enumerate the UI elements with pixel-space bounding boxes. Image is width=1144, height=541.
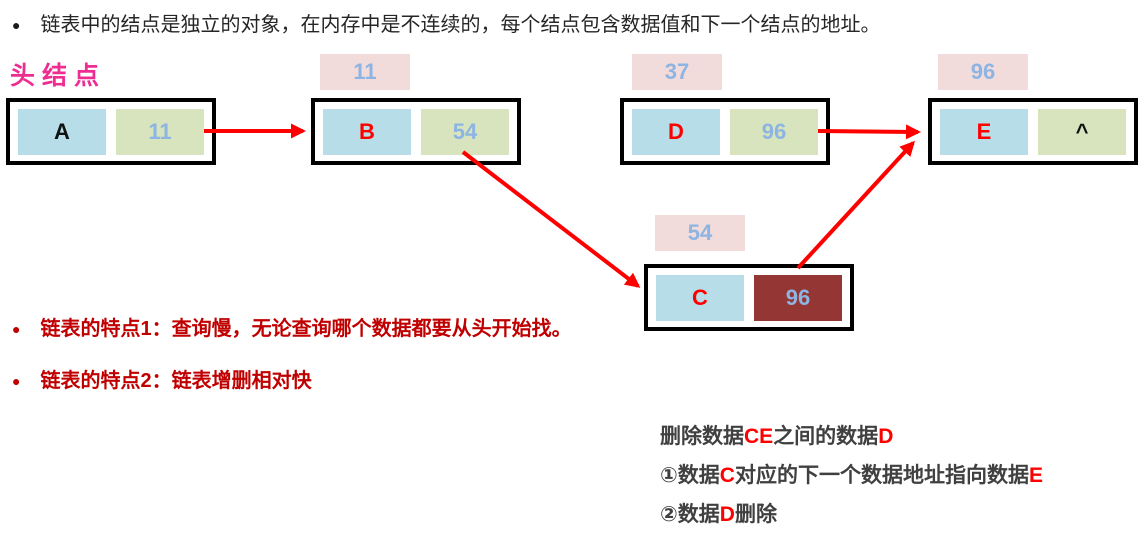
node-B: B 54 <box>311 98 521 165</box>
arrow-D-to-E <box>817 124 921 140</box>
node-C-pointer-cell: 96 <box>754 274 842 321</box>
note-highlight: E <box>1028 464 1043 487</box>
delete-note-line-2: ①数据C对应的下一个数据地址指向数据E <box>660 456 1043 495</box>
note-highlight: D <box>878 425 894 448</box>
note-highlight: CE <box>744 425 774 448</box>
feature-2-text: 链表的特点2：链表增删相对快 <box>40 370 312 392</box>
node-E-data-cell: E <box>940 108 1028 155</box>
address-label-node-d: 37 <box>632 54 722 90</box>
node-A: A 11 <box>6 98 216 165</box>
node-A-pointer-cell: 11 <box>116 108 204 155</box>
node-E-pointer-cell: ^ <box>1038 108 1126 155</box>
note-text: 对应的下一个数据地址指向数据 <box>734 464 1029 487</box>
intro-line: ● 链表中的结点是独立的对象，在内存中是不连续的，每个结点包含数据值和下一个结点… <box>12 12 880 38</box>
bullet-icon: ● <box>12 321 21 337</box>
note-text: 删除数据 <box>660 425 744 448</box>
delete-note-line-3: ②数据D删除 <box>660 495 1043 534</box>
node-B-pointer-cell: 54 <box>421 108 509 155</box>
node-E: E ^ <box>928 98 1138 165</box>
node-B-data-cell: B <box>323 108 411 155</box>
node-C: C 96 <box>644 264 854 331</box>
feature-line-2: ● 链表的特点2：链表增删相对快 <box>12 368 312 394</box>
delete-note-line-1: 删除数据CE之间的数据D <box>660 417 1043 456</box>
note-text: 删除 <box>734 503 777 526</box>
bullet-icon: ● <box>12 17 21 33</box>
address-label-node-c: 54 <box>655 215 745 251</box>
bullet-icon: ● <box>12 373 21 389</box>
node-D-pointer-cell: 96 <box>730 108 818 155</box>
address-label-node-b: 11 <box>320 54 410 90</box>
feature-1-text: 链表的特点1：查询慢，无论查询哪个数据都要从头开始找。 <box>40 318 572 340</box>
intro-text: 链表中的结点是独立的对象，在内存中是不连续的，每个结点包含数据值和下一个结点的地… <box>40 14 881 36</box>
node-D: D 96 <box>620 98 830 165</box>
node-C-data-cell: C <box>656 274 744 321</box>
note-text: ②数据 <box>660 503 720 526</box>
note-text: ①数据 <box>660 464 720 487</box>
node-D-data-cell: D <box>632 108 720 155</box>
note-text: 之间的数据 <box>773 425 879 448</box>
delete-note: 删除数据CE之间的数据D ①数据C对应的下一个数据地址指向数据E ②数据D删除 <box>660 417 1043 534</box>
arrow-B-to-C <box>461 150 641 288</box>
note-highlight: C <box>719 464 735 487</box>
feature-line-1: ● 链表的特点1：查询慢，无论查询哪个数据都要从头开始找。 <box>12 316 572 342</box>
note-highlight: D <box>719 503 735 526</box>
head-node-label: 头结点 <box>10 62 107 90</box>
node-A-data-cell: A <box>18 108 106 155</box>
address-label-node-e: 96 <box>938 54 1028 90</box>
